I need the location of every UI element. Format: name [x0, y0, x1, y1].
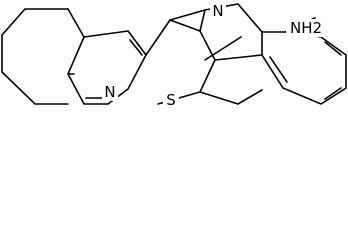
- atom-n-bottom-label: N: [104, 83, 115, 101]
- atom-n-bottom: N: [102, 83, 118, 101]
- atom-s: S: [163, 91, 179, 109]
- bonds: [1, 3, 347, 105]
- chemical-structure: N NH2 N S: [1, 2, 347, 109]
- atom-n-top-label: N: [212, 2, 223, 20]
- atom-s-label: S: [166, 91, 176, 109]
- atom-n-top: N: [210, 2, 226, 20]
- atom-nh2-label: NH2: [290, 19, 322, 37]
- atom-nh2: NH2: [286, 19, 326, 37]
